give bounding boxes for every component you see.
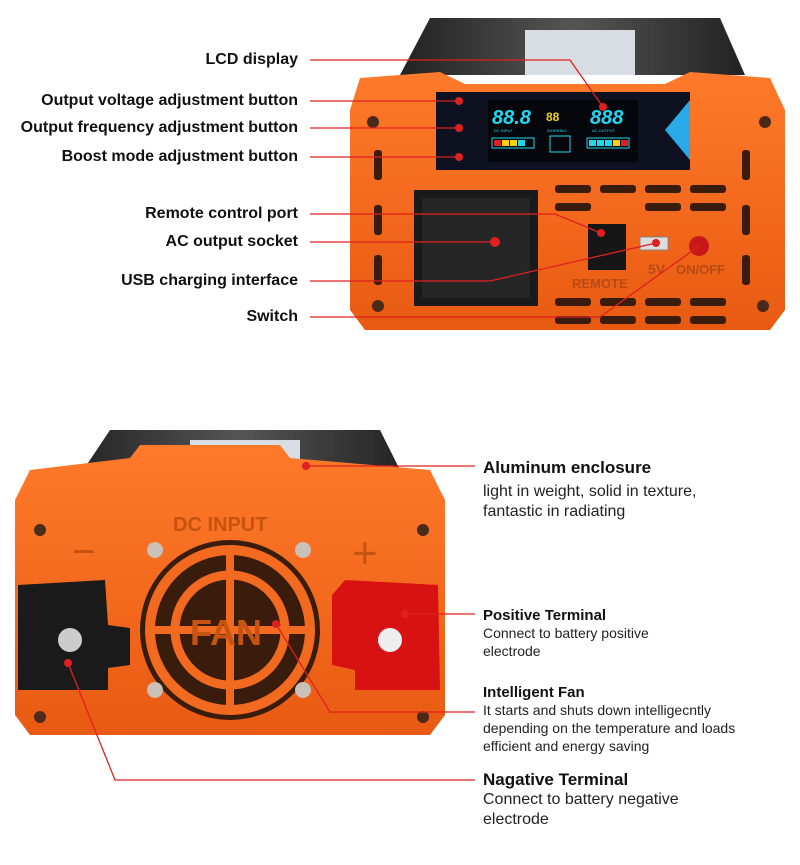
callout-aluminum-enclosure: Aluminum enclosure light in weight, soli… bbox=[483, 458, 696, 522]
callout-desc: Connect to battery negative bbox=[483, 791, 679, 808]
callout-usb-charging: USB charging interface bbox=[121, 272, 298, 289]
callout-intelligent-fan: Intelligent Fan It starts and shuts down… bbox=[483, 684, 735, 755]
svg-text:88.8: 88.8 bbox=[492, 107, 532, 129]
fan: FAN bbox=[140, 540, 320, 720]
callout-output-frequency-button: Output frequency adjustment button bbox=[20, 119, 298, 136]
svg-text:−: − bbox=[72, 530, 95, 574]
svg-text:REMOTE: REMOTE bbox=[572, 276, 628, 291]
callout-title: Positive Terminal bbox=[483, 607, 607, 624]
svg-text:+: + bbox=[352, 529, 378, 578]
callout-desc: depending on the temperature and loads bbox=[483, 720, 736, 736]
callout-remote-control-port: Remote control port bbox=[145, 205, 298, 222]
remote-port bbox=[588, 224, 626, 270]
callout-desc: Connect to battery positive bbox=[483, 625, 649, 641]
callout-output-voltage-button: Output voltage adjustment button bbox=[41, 92, 298, 109]
callout-lines bbox=[67, 59, 700, 781]
callout-ac-output-socket: AC output socket bbox=[165, 233, 298, 250]
svg-text:DC INPUT: DC INPUT bbox=[173, 514, 267, 536]
callout-desc: electrode bbox=[483, 643, 541, 659]
callout-title: Nagative Terminal bbox=[483, 770, 629, 789]
callout-desc: fantastic in radiating bbox=[483, 503, 626, 520]
inverter-front-view: 88.8 88 888 DC INPUT WORKING AC OUTPUT bbox=[350, 18, 785, 330]
callout-switch: Switch bbox=[246, 308, 298, 325]
callout-title: Intelligent Fan bbox=[483, 684, 585, 701]
load-level-bar bbox=[586, 137, 630, 149]
callout-lcd-display: LCD display bbox=[205, 51, 298, 68]
inverter-back-view: DC INPUT − + FAN bbox=[15, 430, 445, 735]
callout-negative-terminal: Nagative Terminal Connect to battery neg… bbox=[483, 770, 679, 830]
svg-text:888: 888 bbox=[590, 107, 624, 129]
callout-title: Aluminum enclosure bbox=[483, 458, 652, 477]
svg-text:5V: 5V bbox=[648, 261, 666, 277]
svg-text:DC INPUT: DC INPUT bbox=[494, 128, 513, 133]
callout-desc: light in weight, solid in texture, bbox=[483, 483, 697, 500]
callout-desc: It starts and shuts down intelligecntly bbox=[483, 702, 712, 718]
battery-level-bar bbox=[491, 137, 535, 149]
callout-boost-mode-button: Boost mode adjustment button bbox=[61, 148, 298, 165]
svg-text:FAN: FAN bbox=[190, 612, 262, 653]
svg-text:WORKING: WORKING bbox=[547, 128, 567, 133]
callout-desc: efficient and energy saving bbox=[483, 738, 650, 754]
svg-text:88: 88 bbox=[546, 110, 560, 124]
svg-text:AC OUTPUT: AC OUTPUT bbox=[592, 128, 616, 133]
callout-positive-terminal: Positive Terminal Connect to battery pos… bbox=[483, 607, 649, 660]
svg-text:ON/OFF: ON/OFF bbox=[676, 262, 725, 277]
callout-desc: electrode bbox=[483, 811, 549, 828]
